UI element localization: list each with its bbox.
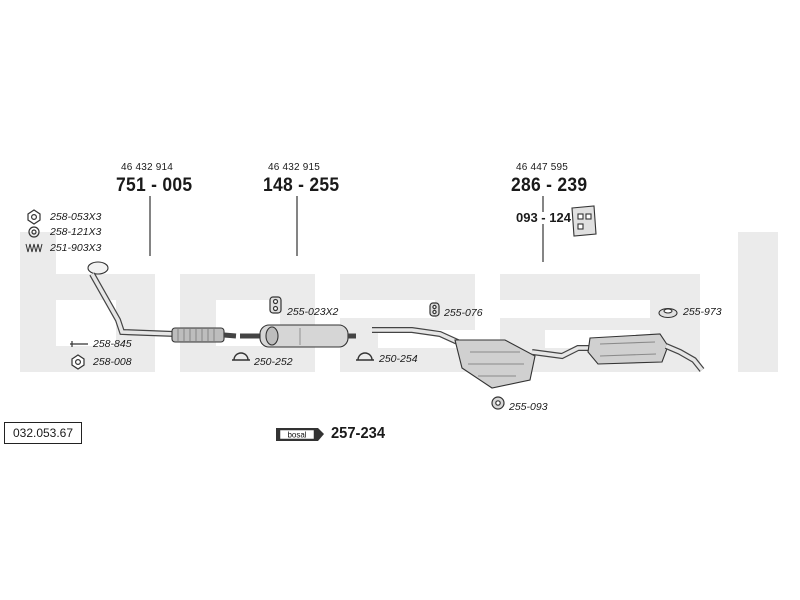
rear-silencer-part[interactable]	[372, 327, 705, 389]
accessory-label[interactable]: 258-121X3	[50, 226, 102, 238]
mounting-kit-part-number[interactable]: 257-234	[331, 425, 386, 442]
clamp-icon	[356, 352, 374, 361]
mounting-kit-badge: bosal	[276, 428, 324, 441]
accessory-label[interactable]: 255-093	[509, 401, 548, 413]
stud-bolt-icon	[70, 341, 88, 347]
accessory-label[interactable]: 250-254	[379, 353, 418, 365]
bracket-part[interactable]	[571, 205, 597, 237]
watermark-letter-l	[738, 232, 778, 372]
middle-silencer-part[interactable]	[240, 324, 356, 348]
accessory-label[interactable]: 258-053X3	[50, 211, 102, 223]
oe-number-middle-silencer: 46 432 915	[268, 162, 321, 173]
oe-number-rear-silencer: 46 447 595	[516, 162, 569, 173]
oe-number-front-pipe: 46 432 914	[121, 162, 174, 173]
rubber-ring-icon	[491, 396, 505, 410]
accessory-label[interactable]: 250-252	[254, 356, 293, 368]
rubber-hanger-icon	[269, 296, 282, 314]
accessory-label[interactable]: 251-903X3	[50, 242, 102, 254]
accessory-label[interactable]: 258-845	[93, 338, 132, 350]
part-number-middle-silencer[interactable]: 148 - 255	[263, 175, 340, 196]
watermark-letter-s	[340, 274, 475, 372]
accessory-label[interactable]: 255-023X2	[287, 306, 339, 318]
washer-ring-icon	[28, 226, 40, 238]
accessory-label[interactable]: 258-008	[93, 356, 132, 368]
part-number-rear-silencer[interactable]: 286 - 239	[511, 175, 588, 196]
part-number-front-pipe[interactable]: 751 - 005	[116, 175, 193, 196]
catalog-number-box: 032.053.67	[4, 422, 82, 444]
rubber-hanger-icon	[429, 302, 440, 317]
part-number-bracket[interactable]: 093 - 124	[516, 210, 571, 225]
front-pipe-part[interactable]	[87, 261, 237, 343]
accessory-label[interactable]: 255-076	[444, 307, 483, 319]
accessory-label[interactable]: 255-973	[683, 306, 722, 318]
hex-nut-icon	[71, 354, 85, 370]
spring-icon	[25, 243, 43, 253]
hex-nut-icon	[27, 209, 41, 225]
rubber-mount-icon	[658, 307, 678, 319]
clamp-icon	[232, 352, 250, 361]
leader-lines	[149, 196, 544, 262]
mounting-kit-badge-text: bosal	[287, 431, 306, 440]
